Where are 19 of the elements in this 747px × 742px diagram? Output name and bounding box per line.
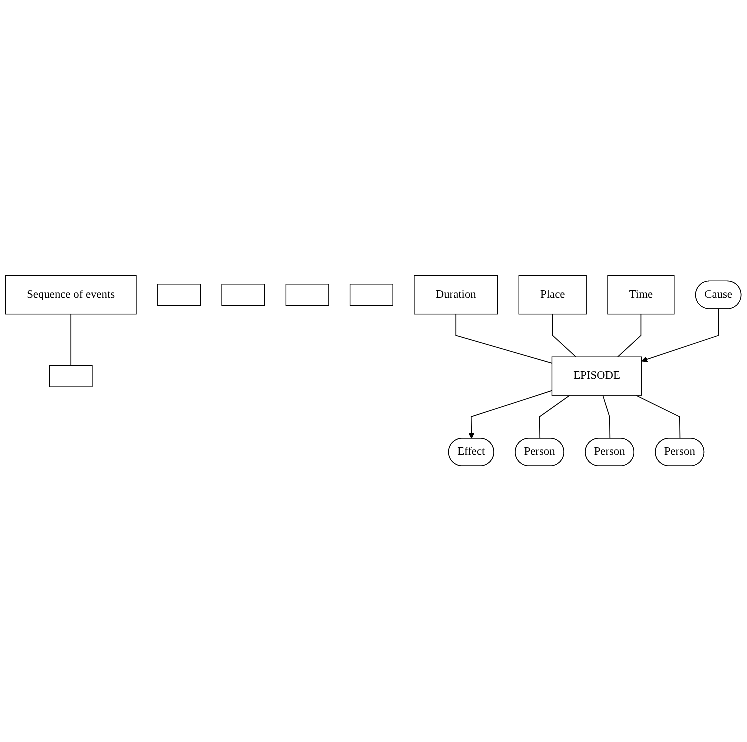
arrow [642, 308, 720, 363]
connector [456, 314, 553, 364]
node-box: EPISODE [552, 356, 642, 396]
node-box: Sequence of events [5, 276, 137, 315]
arrow [468, 390, 553, 439]
connector [618, 314, 642, 358]
connector [552, 314, 577, 358]
node-box [158, 284, 201, 306]
node-box [286, 284, 330, 306]
node-box [49, 365, 93, 388]
connector [539, 395, 570, 440]
node-box [350, 284, 394, 306]
node-box: Duration [414, 276, 498, 315]
connector [636, 395, 681, 440]
connector [602, 395, 611, 440]
node-box: Place [518, 276, 587, 315]
node-box [222, 284, 266, 306]
node-box: Time [608, 276, 675, 315]
connector [70, 314, 72, 366]
